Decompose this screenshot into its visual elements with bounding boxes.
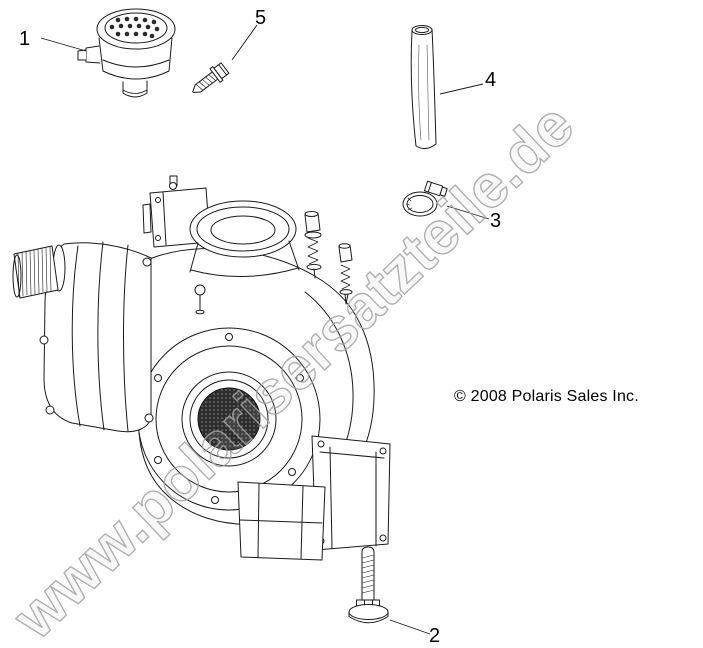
stud-spring-drawings — [304, 211, 353, 305]
mesh-vent — [197, 387, 261, 451]
top-bracket-drawing — [142, 175, 300, 273]
callout-3: 3 — [490, 210, 502, 232]
hose-drawing — [410, 25, 437, 150]
screw-drawing — [192, 62, 230, 93]
leader-line-2 — [389, 619, 431, 635]
bolt-drawing — [348, 546, 389, 624]
small-stud-drawing — [194, 284, 206, 315]
callout-2: 2 — [429, 625, 441, 647]
copyright-notice: © 2008 Polaris Sales Inc. — [454, 388, 639, 405]
leader-lines — [40, 24, 490, 635]
gear-housing-box-bottom — [237, 481, 326, 561]
breather-assembly-drawing — [77, 8, 176, 98]
input-shaft-drawing — [12, 244, 66, 299]
leader-line-1 — [40, 37, 87, 52]
callout-4: 4 — [485, 69, 497, 91]
face-circles — [137, 327, 321, 511]
leader-line-5 — [231, 24, 258, 61]
gearcase-drawing — [12, 175, 391, 561]
knurl-dots — [109, 16, 160, 39]
leader-line-4 — [439, 83, 484, 95]
clamp-drawing — [402, 180, 448, 217]
leader-line-3 — [446, 205, 490, 220]
callout-5: 5 — [255, 7, 267, 29]
callout-1: 1 — [19, 28, 31, 50]
